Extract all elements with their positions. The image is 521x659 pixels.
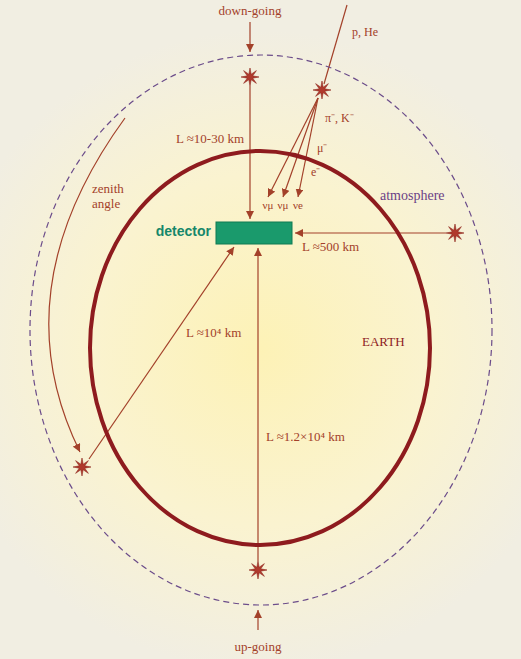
upward-path: [257, 248, 258, 561]
earth-circle: EARTH detector: [90, 151, 430, 545]
cosmic-ray-track: [324, 5, 347, 84]
direction-label: down-going: [219, 4, 282, 19]
neutrino-label: νμ: [278, 199, 289, 212]
distance-label: L ≈1.2×10⁴ km: [266, 430, 345, 445]
atmosphere-shell: atmosphereEARTH detector: [30, 55, 492, 605]
detector-box: detector: [150, 218, 296, 248]
distance-label: L ≈10-30 km: [176, 132, 244, 147]
neutrino-label: νe: [293, 199, 303, 212]
up-arrow: [257, 610, 258, 630]
particle-label: μ⁻: [317, 142, 327, 156]
atmosphere-ellipse: [30, 55, 492, 605]
interaction-star: [73, 458, 91, 476]
shower-track: [283, 98, 318, 197]
atmosphere-shell-outline: [30, 55, 492, 605]
distance-label: L ≈10⁴ km: [186, 326, 241, 341]
shower-track: [298, 98, 318, 197]
angle-label: zenith angle: [92, 182, 136, 212]
zenith-arc: [49, 118, 125, 452]
particle-label: e⁻: [311, 166, 320, 180]
particle-label: p, He: [352, 26, 378, 40]
direction-label: up-going: [235, 640, 282, 655]
shower-track: [268, 98, 318, 197]
earth-ellipse: [90, 151, 430, 545]
interaction-star: [313, 81, 331, 99]
interaction-star: [249, 561, 267, 579]
interaction-star: [241, 68, 259, 86]
detector-block: [216, 222, 292, 244]
horizontal-path: [295, 232, 446, 233]
particle-label: π⁻, K⁻: [325, 112, 354, 126]
detector-box-label: detector: [156, 223, 211, 239]
down-arrow: [249, 22, 250, 52]
earth-circle-label: EARTH: [362, 335, 405, 350]
oblique-path: [89, 247, 234, 459]
atmosphere-shell-label: atmosphere: [380, 188, 445, 204]
interaction-star: [446, 224, 464, 242]
neutrino-label: νμ: [263, 199, 274, 212]
distance-label: L ≈500 km: [302, 240, 359, 255]
